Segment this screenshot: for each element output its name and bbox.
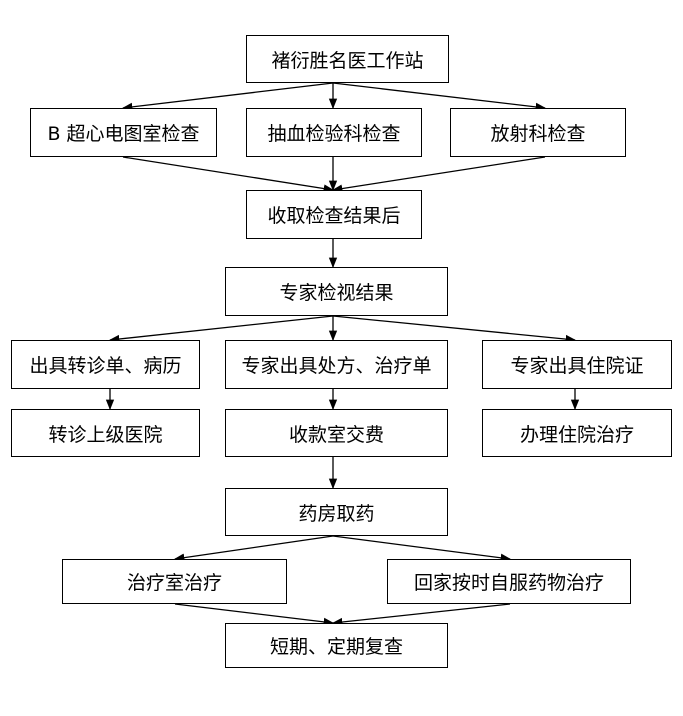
node-referral-upper: 转诊上级医院 <box>11 409 200 457</box>
node-collect-results: 收取检查结果后 <box>246 190 422 239</box>
node-pharmacy: 药房取药 <box>225 488 448 536</box>
node-treatment-room: 治疗室治疗 <box>62 559 287 604</box>
node-hospitalization: 办理住院治疗 <box>482 409 672 457</box>
arrow-expert-to-admission <box>332 315 577 344</box>
arrow-pharmacy-to-treatment-room <box>173 535 334 562</box>
node-radiology: 放射科检查 <box>450 108 626 157</box>
arrow-radiology-to-collect <box>331 156 546 193</box>
arrow-pharmacy-to-home <box>332 535 512 562</box>
arrow-b-ultrasound-to-collect <box>122 156 335 193</box>
node-payment: 收款室交费 <box>225 409 448 457</box>
node-admission-cert: 专家出具住院证 <box>482 340 672 389</box>
arrow-start-to-b-ultrasound <box>121 82 334 112</box>
node-prescription: 专家出具处方、治疗单 <box>225 340 448 389</box>
arrow-home-to-follow-up <box>331 603 511 627</box>
node-referral-records: 出具转诊单、病历 <box>11 340 200 389</box>
arrow-start-to-radiology <box>332 82 547 112</box>
arrow-expert-to-referral <box>108 315 334 344</box>
node-blood-test: 抽血检验科检查 <box>246 108 422 157</box>
node-b-ultrasound: B 超心电图室检查 <box>30 108 217 157</box>
node-follow-up: 短期、定期复查 <box>225 623 448 668</box>
node-expert-review: 专家检视结果 <box>225 267 448 316</box>
node-home-medication: 回家按时自服药物治疗 <box>387 559 631 604</box>
node-start: 褚衍胜名医工作站 <box>246 35 449 83</box>
arrow-treatment-room-to-follow-up <box>174 603 335 627</box>
